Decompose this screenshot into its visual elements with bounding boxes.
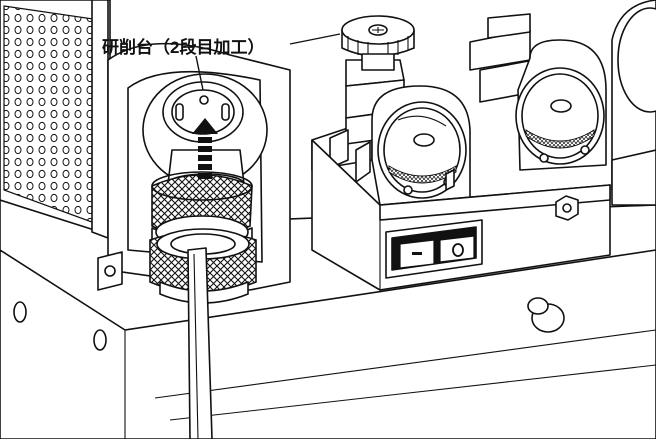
callout-label: 研削台（2段目加工） [102,37,264,57]
callout: 研削台（2段目加工） [102,33,341,91]
angle-guide-unit-3 [611,0,656,206]
screw-plus-icon [341,15,415,71]
base-knob [527,297,565,333]
power-switch[interactable] [385,219,483,279]
angle-guide-unit-2 [469,13,607,171]
switch-minus-icon [399,239,435,269]
switch-circle-icon [439,235,475,263]
angle-guide-unit-1 [311,59,471,206]
hex-nut [555,195,579,221]
drill-bit [187,247,213,439]
left-housing [0,0,111,239]
arrow-up-icon [192,118,218,179]
